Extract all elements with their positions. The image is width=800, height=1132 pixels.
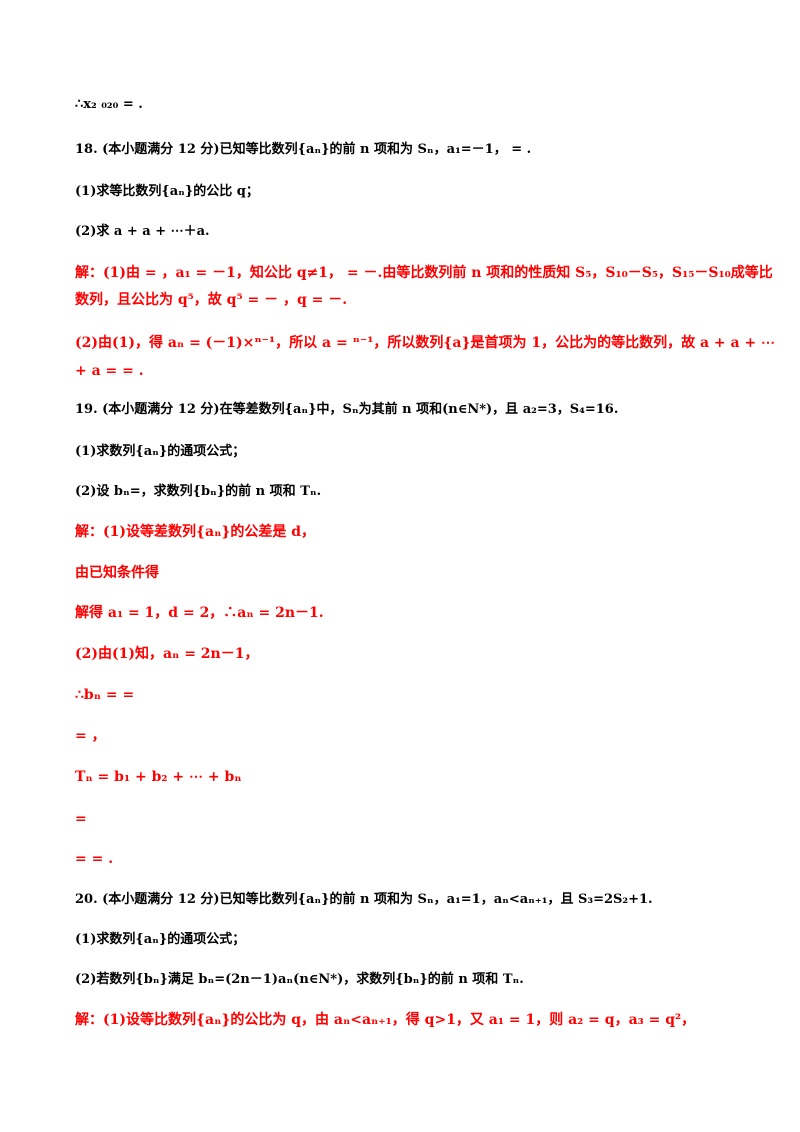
question-18-part-2: (2)求 a + a + ⋯＋a.	[75, 224, 210, 239]
solution-19-line-8: =	[75, 811, 87, 827]
solution-19-line-5: ∴bₙ = =	[75, 687, 135, 703]
solution-19-line-9: = = .	[75, 851, 114, 867]
question-20-stem: 20. (本小题满分 12 分)已知等比数列{aₙ}的前 n 项和为 Sₙ，a₁…	[75, 892, 653, 907]
solution-19-line-4: (2)由(1)知，aₙ = 2n－1，	[75, 646, 259, 662]
solution-19-line-7: Tₙ = b₁ + b₂ + ⋯ + bₙ	[75, 769, 242, 785]
question-20-part-1: (1)求数列{aₙ}的通项公式；	[75, 932, 246, 947]
text-line-1: ∴x₂ ₀₂₀ = .	[75, 97, 143, 112]
solution-19-line-1: 解：(1)设等差数列{aₙ}的公差是 d，	[75, 524, 315, 540]
solution-19-line-6: = ，	[75, 728, 106, 744]
solution-18-line-3: (2)由(1)，得 aₙ = (－1)×ⁿ⁻¹，所以 a = ⁿ⁻¹，所以数列{…	[75, 335, 776, 351]
question-19-stem: 19. (本小题满分 12 分)在等差数列{aₙ}中，Sₙ为其前 n 项和(n∈…	[75, 402, 619, 417]
solution-19-line-3: 解得 a₁ = 1，d = 2，∴aₙ = 2n－1.	[75, 605, 324, 621]
question-19-part-2: (2)设 bₙ=，求数列{bₙ}的前 n 项和 Tₙ.	[75, 484, 322, 499]
question-18-part-1: (1)求等比数列{aₙ}的公比 q；	[75, 184, 259, 199]
question-19-part-1: (1)求数列{aₙ}的通项公式；	[75, 444, 246, 459]
solution-19-line-2: 由已知条件得	[75, 565, 159, 581]
solution-18-line-4: + a = = .	[75, 363, 144, 379]
solution-18-line-2: 数列，且公比为 q⁵，故 q⁵ = － ，q = －.	[75, 292, 348, 308]
solution-20-line-1: 解：(1)设等比数列{aₙ}的公比为 q，由 aₙ<aₙ₊₁，得 q>1，又 a…	[75, 1012, 696, 1028]
question-20-part-2: (2)若数列{bₙ}满足 bₙ=(2n－1)aₙ(n∈N*)，求数列{bₙ}的前…	[75, 972, 524, 987]
question-18-stem: 18. (本小题满分 12 分)已知等比数列{aₙ}的前 n 项和为 Sₙ，a₁…	[75, 142, 532, 157]
solution-18-line-1: 解：(1)由 = ，a₁ = －1，知公比 q≠1， = －.由等比数列前 n …	[75, 265, 773, 281]
